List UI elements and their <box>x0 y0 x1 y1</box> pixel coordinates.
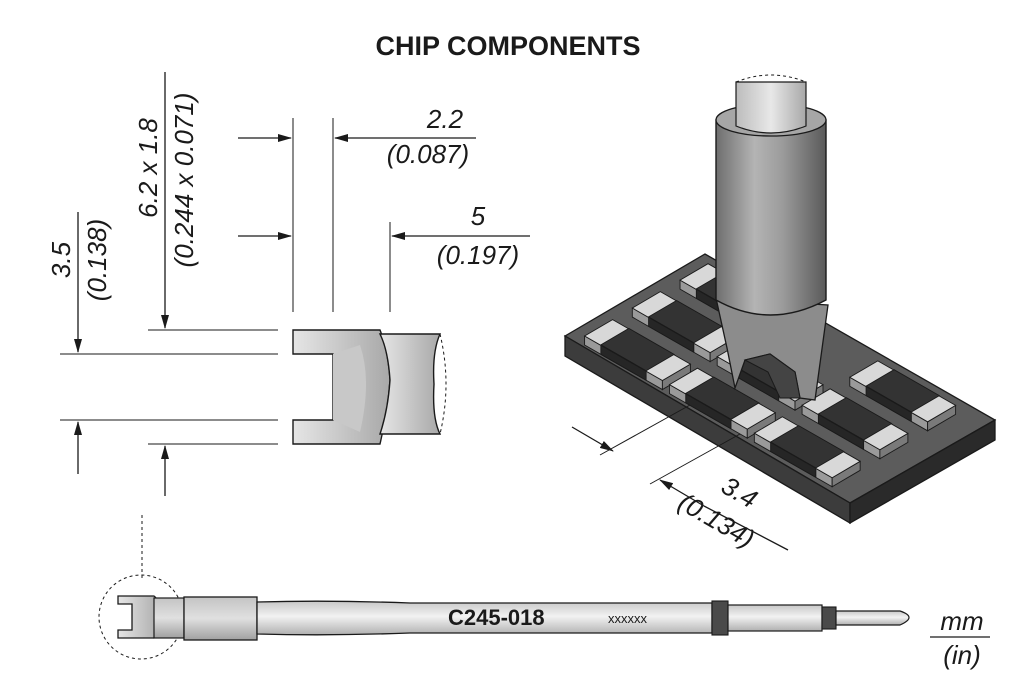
cartridge-ring-2 <box>821 606 837 630</box>
chip-component <box>848 360 957 432</box>
dim-2-2-in: (0.087) <box>387 139 469 169</box>
dim-5-mm: 5 <box>471 201 486 231</box>
fork-bevel <box>333 345 366 432</box>
pcb-side-edge <box>849 418 996 525</box>
cartridge-side-view: C245-018 xxxxxx <box>98 515 910 660</box>
unit-in: (in) <box>943 640 981 670</box>
tip-cylinder <box>715 119 827 316</box>
dimension-2-2: 2.2 (0.087) <box>238 104 476 169</box>
cartridge-shaft <box>727 604 823 632</box>
cartridge-ring <box>711 600 729 636</box>
dim-6-2-in: (0.244 x 0.071) <box>169 93 199 268</box>
cartridge-serial: xxxxxx <box>608 611 648 626</box>
dimension-3-5: 3.5 (0.138) <box>46 212 112 474</box>
dim-6-2-mm: 6.2 x 1.8 <box>133 118 163 218</box>
chip-component <box>631 291 740 363</box>
chip-component <box>583 319 692 391</box>
dim-3-5-mm: 3.5 <box>46 241 76 278</box>
chip-component <box>753 416 862 488</box>
inner-rod <box>735 81 807 134</box>
tip-3d <box>715 74 829 401</box>
ext-line <box>649 433 741 485</box>
dim-5-in: (0.197) <box>437 240 519 270</box>
cartridge-pin <box>835 610 910 626</box>
chip-component <box>801 388 909 460</box>
tip-front-view <box>292 329 447 445</box>
dimension-5: 5 (0.197) <box>238 201 530 270</box>
rod-break-line <box>735 74 807 83</box>
units-legend: mm (in) <box>930 606 990 670</box>
dim-3-5-in: (0.138) <box>82 219 112 301</box>
cartridge-code: C245-018 <box>448 605 545 630</box>
tip-shank <box>378 333 442 435</box>
chip-component <box>668 367 777 439</box>
unit-mm: mm <box>940 606 983 636</box>
cartridge-collar <box>153 597 185 639</box>
dimension-6-2x1-8: 6.2 x 1.8 (0.244 x 0.071) <box>133 72 199 496</box>
cartridge-sleeve <box>183 596 258 641</box>
fork-slot-3d <box>743 353 801 399</box>
dim-2-2-mm: 2.2 <box>426 104 464 134</box>
shank-break-line <box>439 333 447 435</box>
ext-line <box>599 404 691 456</box>
page-title: CHIP COMPONENTS <box>375 31 640 61</box>
